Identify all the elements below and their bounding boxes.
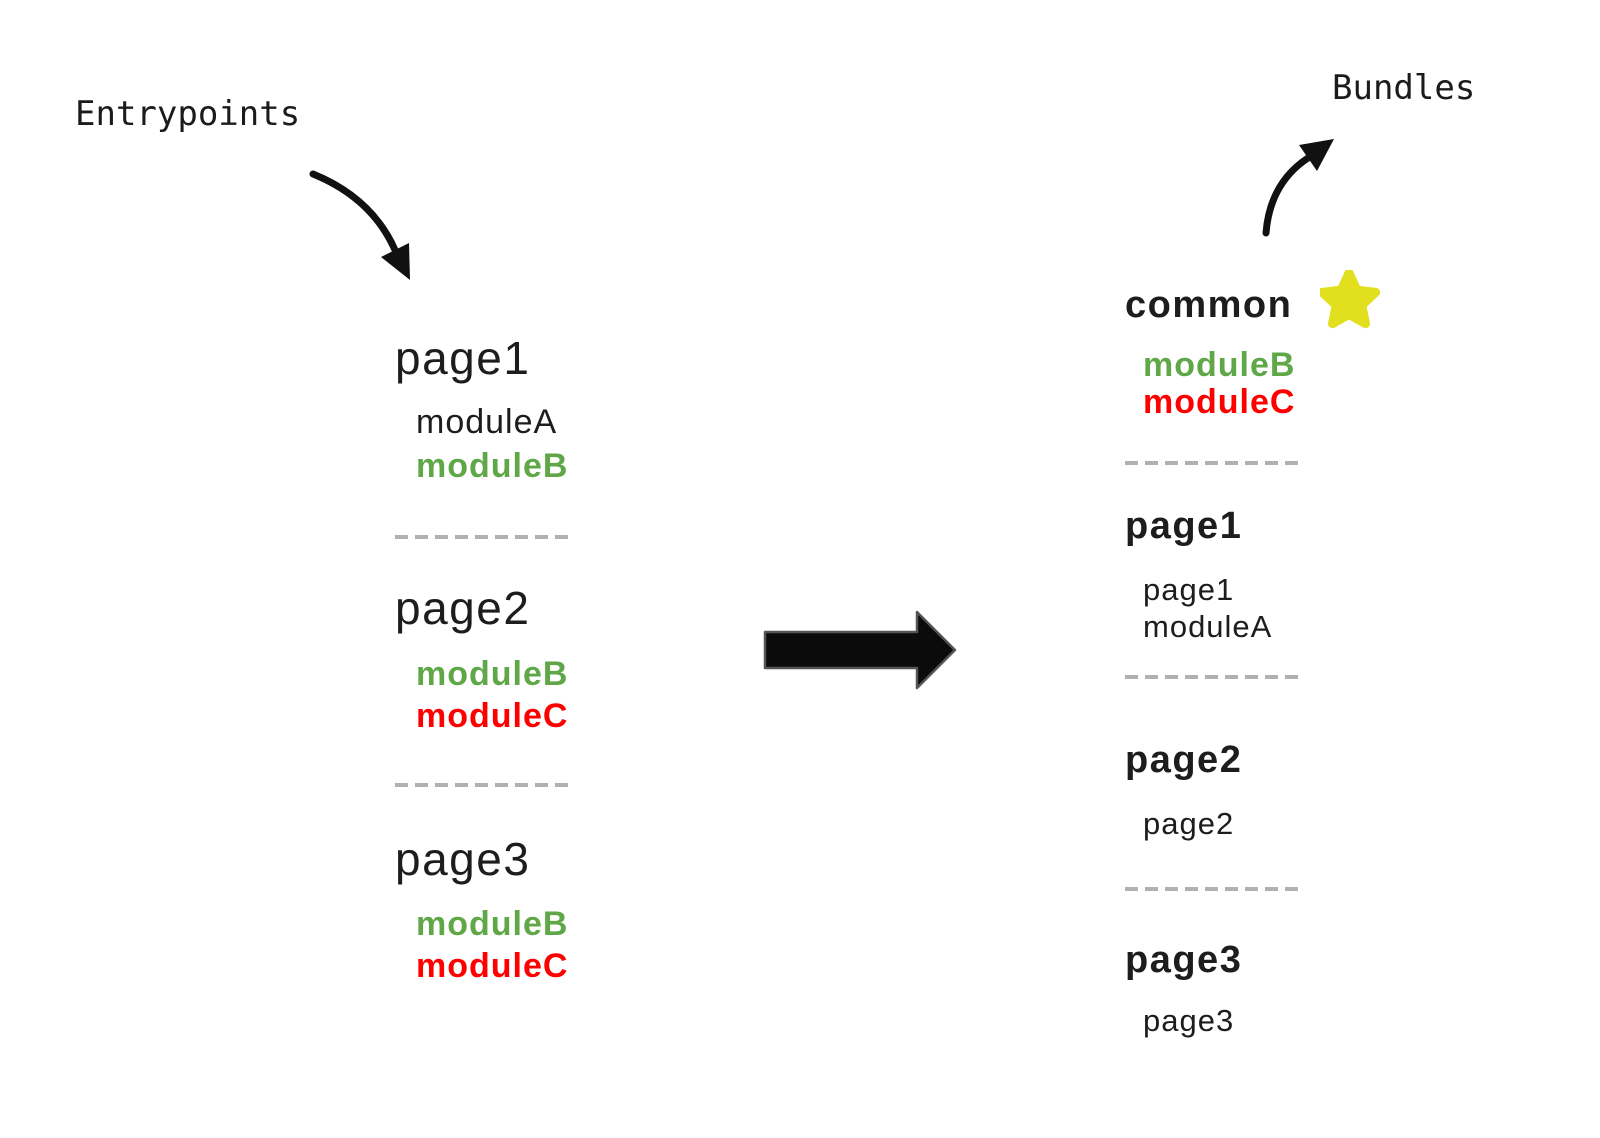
- separator-dash: [1125, 461, 1305, 465]
- bundle-title: page2: [1125, 739, 1243, 781]
- star-icon: [1320, 270, 1381, 329]
- bundle-section-page1: page1 page1 moduleA: [1125, 507, 1272, 642]
- bundle-section-page3: page3 page3: [1125, 941, 1242, 1036]
- bundles-label: Bundles: [1332, 68, 1476, 108]
- module-line: moduleA: [1143, 609, 1273, 644]
- separator-dash: [395, 535, 575, 539]
- entrypoint-section-page3: page3 moduleB moduleC: [395, 836, 568, 983]
- entrypoint-title: page3: [395, 833, 531, 885]
- module-line: moduleB: [416, 655, 569, 693]
- bundle-title: page1: [1125, 505, 1243, 547]
- entrypoints-arrow-icon: [309, 170, 410, 280]
- separator-dash: [1125, 887, 1305, 891]
- entrypoints-label: Entrypoints: [75, 94, 301, 134]
- separator-dash: [395, 783, 575, 787]
- module-line: moduleC: [1143, 383, 1296, 421]
- module-line: moduleB: [416, 905, 569, 943]
- bundle-title: common: [1125, 284, 1293, 326]
- module-line: moduleC: [416, 947, 569, 985]
- bundle-title: page3: [1125, 939, 1243, 981]
- bundle-section-common: common moduleB moduleC: [1125, 286, 1295, 419]
- module-line: page1: [1143, 572, 1235, 607]
- module-line: page2: [1143, 806, 1235, 841]
- entrypoint-title: page2: [395, 582, 531, 634]
- module-line: moduleB: [416, 447, 569, 485]
- entrypoint-section-page2: page2 moduleB moduleC: [395, 585, 568, 733]
- bundles-arrow-icon: [1262, 139, 1334, 237]
- bundle-section-page2: page2 page2: [1125, 741, 1242, 839]
- module-line: page3: [1143, 1003, 1235, 1038]
- transform-arrow-icon: [763, 610, 957, 690]
- module-line: moduleC: [416, 697, 569, 735]
- module-line: moduleA: [416, 403, 558, 441]
- module-line: moduleB: [1143, 346, 1296, 384]
- separator-dash: [1125, 675, 1305, 679]
- entrypoint-title: page1: [395, 332, 531, 384]
- entrypoint-section-page1: page1 moduleA moduleB: [395, 335, 568, 483]
